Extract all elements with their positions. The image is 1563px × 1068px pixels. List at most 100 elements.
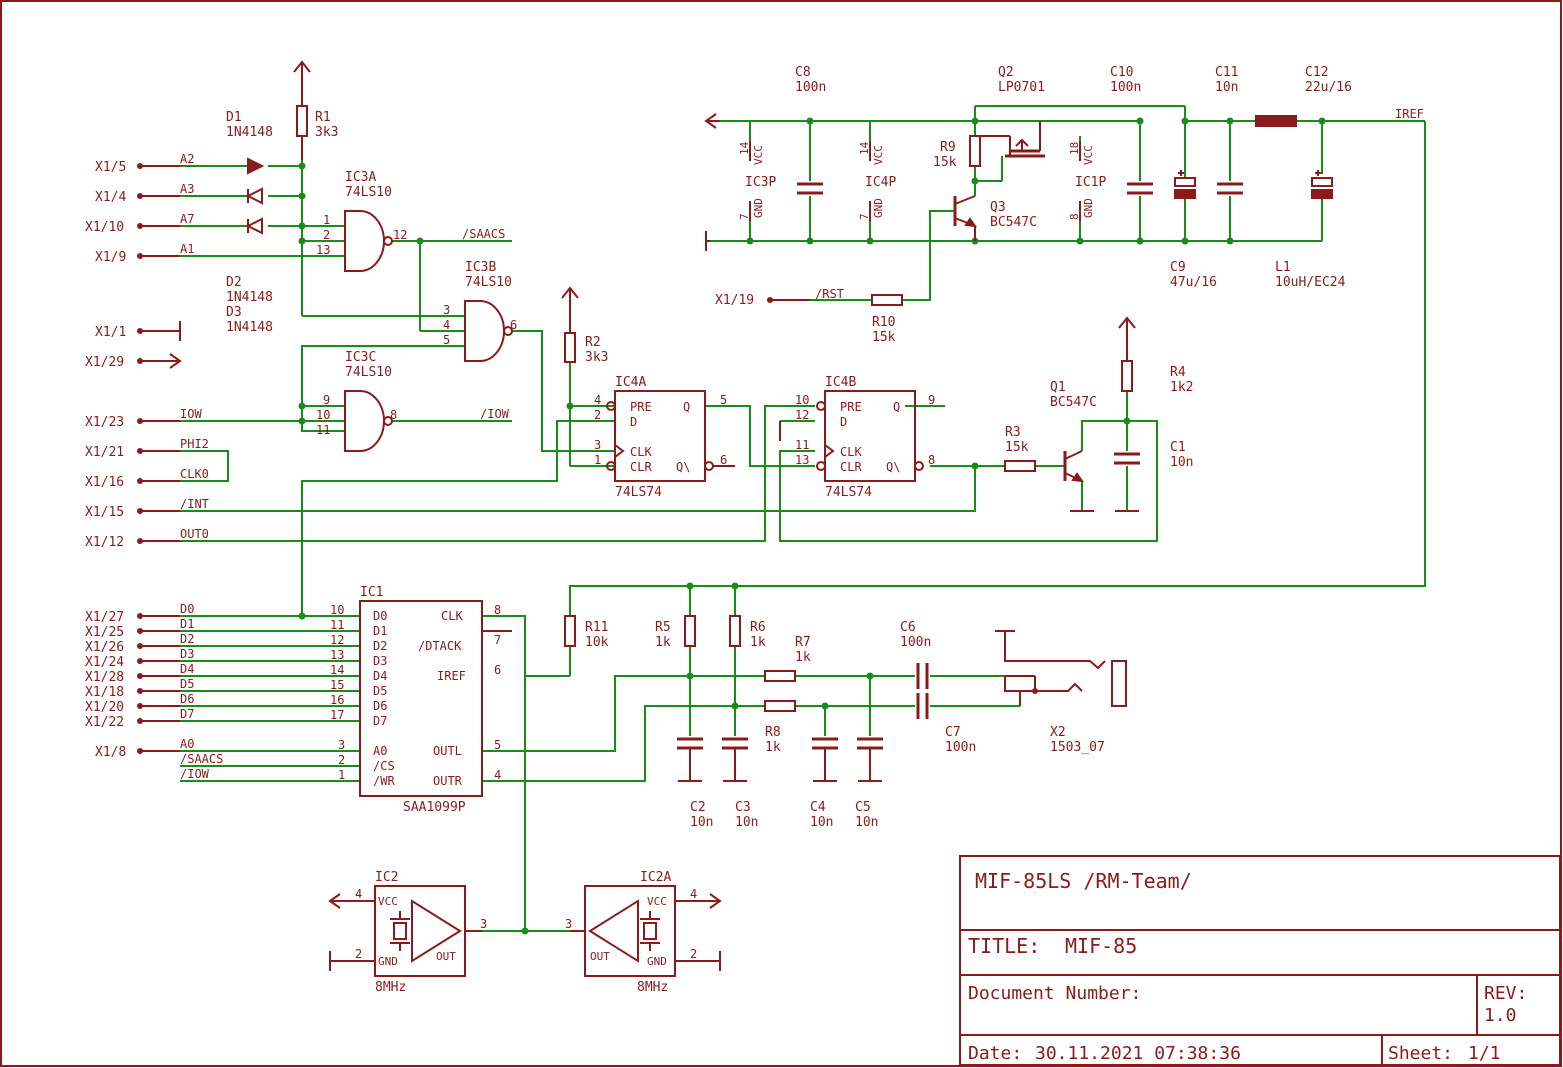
pin-num: 13: [316, 243, 330, 257]
c4-ref: C4: [810, 800, 826, 815]
c10-ref: C10: [1110, 65, 1133, 80]
net-label: /SAACS: [462, 227, 505, 241]
q3-value: BC547C: [990, 215, 1037, 230]
pin-num: 8: [1068, 213, 1081, 220]
l1-value: 10uH/EC24: [1275, 275, 1346, 290]
pin-num: 4: [690, 887, 697, 901]
pin-num: 13: [330, 648, 344, 662]
ic4a-ref: IC4A: [615, 375, 646, 390]
pin-name: VCC: [752, 145, 765, 165]
net-label: D1: [180, 617, 194, 631]
c7-ref: C7: [945, 725, 961, 740]
c3-ref: C3: [735, 800, 751, 815]
capacitor-c10: [1127, 182, 1153, 195]
capacitor-c7: [916, 693, 929, 719]
pin-name: GND: [647, 955, 667, 968]
net-label: D5: [180, 677, 194, 691]
diode-d3: [245, 217, 263, 235]
pin-label: X1/8: [95, 745, 126, 760]
capacitor-c11: [1217, 182, 1243, 195]
c6-ref: C6: [900, 620, 916, 635]
pin-num: 1: [323, 213, 330, 227]
c12-ref: C12: [1305, 65, 1328, 80]
c7-value: 100n: [945, 740, 976, 755]
r9-value: 15k: [933, 155, 957, 170]
ic2a-ref: IC2A: [640, 870, 671, 885]
pin-num: 11: [316, 423, 330, 437]
pin-label: X1/25: [85, 625, 124, 640]
resistor-r1: [293, 60, 311, 160]
pin-label: X1/22: [85, 715, 124, 730]
pin-name: D4: [373, 669, 387, 683]
r4-ref: R4: [1170, 365, 1186, 380]
transistor-q2: [975, 121, 1045, 158]
r1-value: 3k3: [315, 125, 338, 140]
sheet-value: 1/1: [1468, 1043, 1501, 1064]
ic1-value: SAA1099P: [403, 800, 466, 815]
pin-num: 7: [494, 633, 501, 647]
net-label: D2: [180, 632, 194, 646]
pin-label: X1/18: [85, 685, 124, 700]
resistor-r7: [764, 670, 796, 682]
pin-name: OUTL: [433, 744, 462, 758]
pin-num: 6: [510, 318, 517, 332]
flipflop-ic4a: [606, 390, 735, 482]
pin-name: VCC: [378, 895, 398, 908]
pin-name: /WR: [373, 774, 395, 788]
pin-num: 18: [1068, 142, 1081, 155]
pin-name: D0: [373, 609, 387, 623]
pin-num: 10: [795, 393, 809, 407]
resistor-r6: [729, 615, 741, 647]
pin-num: 9: [323, 393, 330, 407]
pin-label: X1/19: [715, 293, 754, 308]
pin-name: D1: [373, 624, 387, 638]
pin-num: 16: [330, 693, 344, 707]
pin-num: 9: [928, 393, 935, 407]
ff-pin: Q\: [676, 460, 690, 474]
pin-num: 10: [330, 603, 344, 617]
pin-num: 2: [323, 228, 330, 242]
ic1-right-pins: CLK /DTACK IREF OUTL OUTR 8 7 6 5 4: [418, 603, 501, 788]
net-label: A2: [180, 152, 194, 166]
pin-label: X1/24: [85, 655, 124, 670]
q1-ref: Q1: [1050, 380, 1066, 395]
resistor-r5: [684, 615, 696, 647]
net-label: OUT0: [180, 527, 209, 541]
c3-value: 10n: [735, 815, 758, 830]
d3-ref: D3: [226, 305, 242, 320]
capacitor-c1: [1114, 452, 1140, 512]
ic3p-ref: IC3P: [745, 175, 776, 190]
r11-ref: R11: [585, 620, 608, 635]
c1-value: 10n: [1170, 455, 1193, 470]
gate-ic3b: [464, 300, 513, 362]
d1-ref: D1: [226, 110, 242, 125]
diode-d1: [247, 157, 265, 175]
pin-name: CLK: [441, 609, 463, 623]
ff-pin: Q\: [886, 460, 900, 474]
pin-num: 5: [443, 333, 450, 347]
pin-num: 11: [795, 438, 809, 452]
capacitor-c2: [677, 737, 703, 782]
pin-label: X1/28: [85, 670, 124, 685]
net-label: IOW: [180, 407, 202, 421]
pin-num: 3: [443, 303, 450, 317]
pin-num: 4: [355, 887, 362, 901]
gate-ic3a: [344, 210, 393, 272]
resistor-r2: [561, 286, 579, 363]
transistor-q1: [1063, 450, 1094, 512]
pin-label: X1/1: [95, 325, 126, 340]
pin-label: X1/15: [85, 505, 124, 520]
r5-value: 1k: [655, 635, 671, 650]
pin-label: X1/21: [85, 445, 124, 460]
ic3b-ref: IC3B: [465, 260, 496, 275]
ic4a-value: 74LS74: [615, 485, 662, 500]
net-label: /RST: [815, 287, 844, 301]
r5-ref: R5: [655, 620, 671, 635]
pin-name: D5: [373, 684, 387, 698]
net-label: /INT: [180, 497, 209, 511]
pin-label: X1/26: [85, 640, 124, 655]
capacitor-c12: [1311, 170, 1333, 199]
pin-name: /CS: [373, 759, 395, 773]
r3-ref: R3: [1005, 425, 1021, 440]
